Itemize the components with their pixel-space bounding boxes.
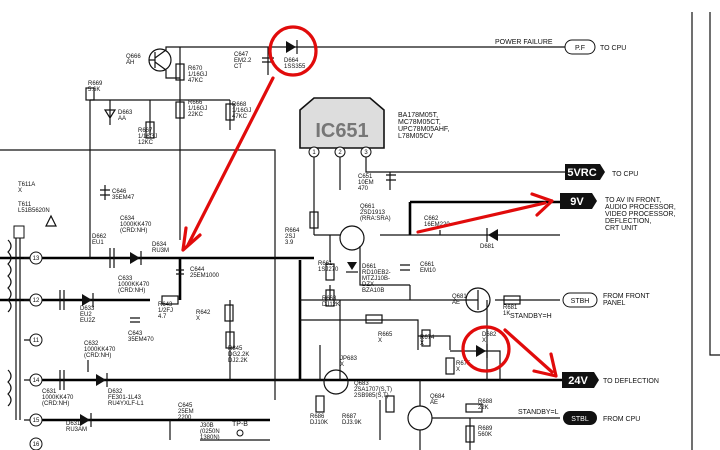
transistor-q684 [407, 405, 433, 431]
tag-24v-dest: TO DEFLECTION [603, 378, 659, 385]
pin-15: 15 [33, 418, 40, 424]
tag-9v-dest: TO AV IN FRONT,AUDIO PROCESSOR,VIDEO PRO… [605, 197, 676, 232]
ic-pin-1: 1 [312, 150, 316, 156]
tag-pf: P.F [575, 45, 585, 52]
tag-stbl-dest: FROM CPU [603, 416, 640, 423]
label-d681: D681 [480, 244, 495, 250]
pin-11: 11 [33, 338, 40, 344]
highlight-circle-d682 [461, 325, 511, 373]
tag-9v: 9V [570, 196, 584, 208]
diode-d663-shape [103, 109, 117, 120]
transistor-q681 [465, 287, 491, 313]
ic651-label: IC651 [315, 120, 368, 142]
ic651-part-numbers: BA178M05T,MC78M05CT,UPC78M05AHF,L78M05CV [398, 112, 449, 140]
arrow-d664 [186, 76, 275, 247]
ic-pin-3: 3 [364, 150, 368, 156]
pin-16: 16 [33, 442, 40, 448]
tag-stbh: STBH [571, 298, 590, 305]
tag-pf-dest: TO CPU [600, 45, 626, 52]
pins: 13 12 11 14 15 16 [29, 251, 43, 450]
pin-14: 14 [33, 378, 40, 384]
arrow-to-24v [503, 328, 554, 374]
highlight-circle-d664 [268, 25, 318, 77]
red-annotations [181, 25, 558, 378]
frame-edge [709, 12, 720, 356]
tag-5vrc-dest: TO CPU [612, 171, 638, 178]
arrow-to-9v [416, 201, 547, 234]
pin-12: 12 [33, 298, 40, 304]
diode-d664 [286, 40, 298, 54]
signal-tags: P.F TO CPU POWER FAILURE 5VRC TO CPU 9V … [232, 39, 676, 428]
tag-24v: 24V [568, 375, 588, 387]
tag-5vrc: 5VRC [567, 167, 596, 179]
transistor-q666 [148, 48, 172, 72]
ic-pin-2: 2 [338, 150, 342, 156]
ic651-body: IC651 1 2 3 [299, 97, 385, 158]
transistor-q683 [323, 369, 349, 395]
testpoint-tpb [236, 429, 244, 437]
standby-h-label: STANDBY=H [510, 313, 552, 320]
tag-stbl: STBL [571, 416, 589, 423]
tpb-label: TP-B [232, 421, 248, 428]
transformer-t611 [7, 214, 57, 420]
power-failure-label: POWER FAILURE [495, 39, 553, 46]
pin-13: 13 [33, 256, 40, 262]
standby-l-label: STANDBY=L [518, 409, 559, 416]
transistor-q661 [339, 225, 365, 251]
